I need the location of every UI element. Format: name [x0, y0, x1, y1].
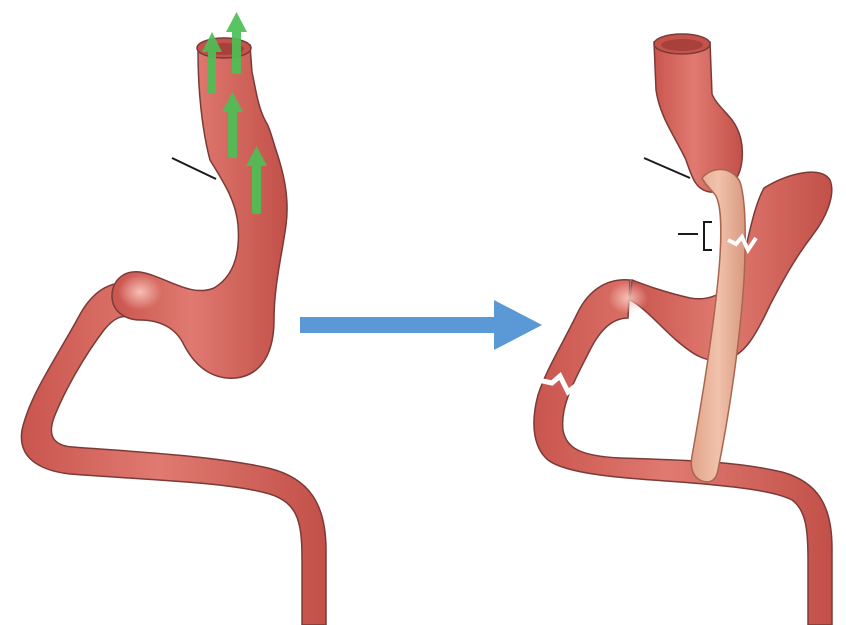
left-pointer-line [172, 158, 216, 179]
right-pylorus-highlight [608, 282, 648, 314]
right-gastric-pouch [654, 42, 742, 192]
right-bracket-marker [678, 222, 712, 250]
transition-arrow-icon [300, 300, 542, 350]
left-intestine-loop [21, 282, 326, 625]
right-pointer-line [644, 158, 690, 178]
left-pylorus-highlight [118, 274, 162, 310]
left-panel-anatomy [21, 12, 326, 625]
right-panel-anatomy [534, 34, 832, 625]
